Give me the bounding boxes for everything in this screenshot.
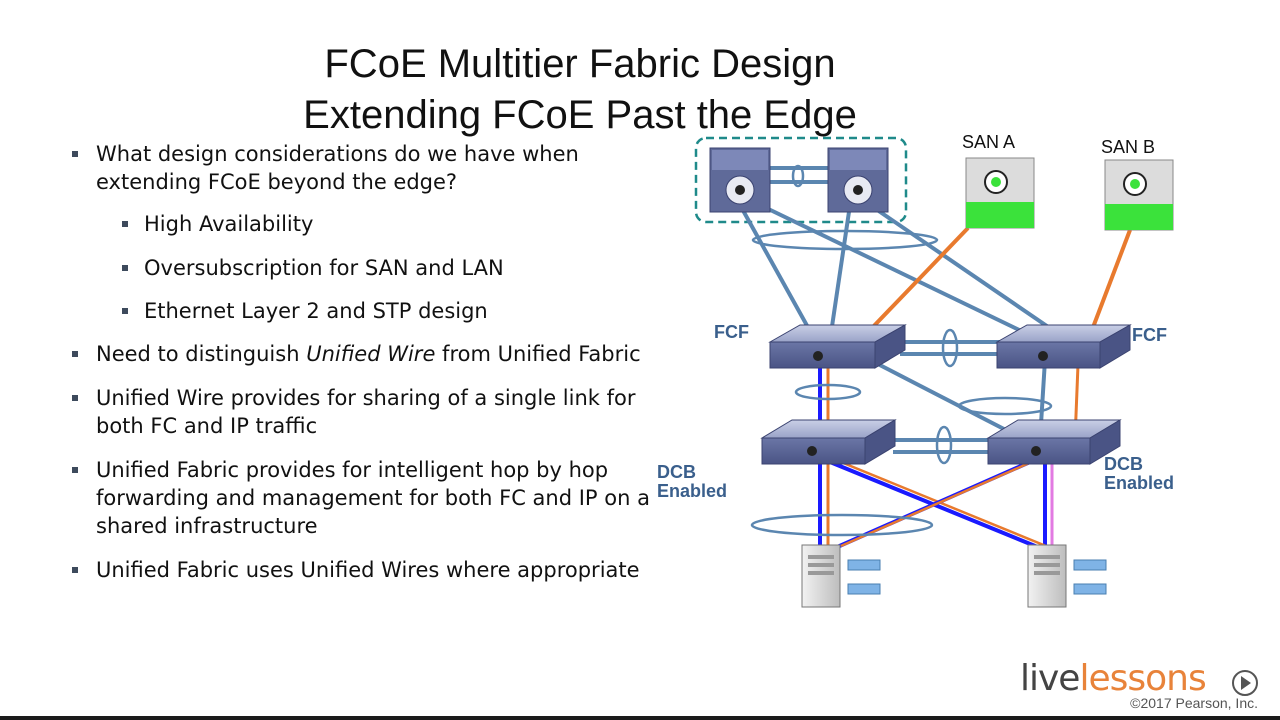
bullet-marker	[72, 467, 78, 473]
dcb-right-label-line2: Enabled	[1104, 473, 1174, 493]
core-switch-right	[827, 147, 889, 213]
san-a-label: SAN A	[962, 132, 1015, 152]
dcb-switch-right	[986, 419, 1122, 465]
bottom-border	[0, 716, 1280, 720]
bullet-marker	[122, 265, 128, 271]
logo-live-text: live	[1020, 658, 1080, 699]
fcf-right-label: FCF	[1132, 325, 1167, 345]
bullet-text: Unified Fabric uses Unified Wires where …	[96, 558, 640, 582]
fcf-left-down-ring	[794, 383, 862, 401]
bullet-text: Unified Wire provides for sharing of a s…	[96, 386, 636, 438]
san-a-switch	[965, 157, 1035, 229]
bullet-text: Unified Fabric provides for intelligent …	[96, 458, 650, 538]
core-vpc-dashed-box	[694, 136, 908, 224]
dcb-left-label-line2: Enabled	[657, 481, 727, 501]
livelessons-logo: livelessons	[1020, 658, 1260, 699]
fcf-switch-right	[995, 324, 1132, 369]
slide-title-line-2: Extending FCoE Past the Edge	[303, 93, 857, 137]
bullet-text: What design considerations do we have wh…	[96, 142, 579, 194]
dcb-left-label-line1: DCB	[657, 462, 696, 482]
fc-link-san-a	[868, 226, 970, 332]
fc-link-san-b	[1090, 229, 1132, 331]
san-b-label: SAN B	[1101, 137, 1155, 157]
copyright-text: ©2017 Pearson, Inc.	[1130, 695, 1258, 711]
bullet-marker	[122, 221, 128, 227]
fcf-switch-left	[768, 324, 907, 369]
logo-lessons-text: lessons	[1079, 658, 1206, 699]
bullet-text: Ethernet Layer 2 and STP design	[144, 299, 488, 323]
agg-isl-ring	[935, 425, 953, 465]
san-b-switch	[1104, 159, 1174, 231]
dcb-switch-left	[760, 419, 897, 465]
core-switch-left	[709, 147, 771, 213]
bullet-marker	[122, 308, 128, 314]
core-portchannel-ring	[791, 164, 805, 188]
logo-wordmark: livelessons	[1020, 658, 1207, 699]
fcf-isl-ring	[941, 328, 959, 368]
bullet-text: High Availability	[144, 212, 314, 236]
server-left	[801, 544, 881, 608]
bullet-text-post: from Unified Fabric	[435, 342, 641, 366]
network-diagram: SAN A SAN B FCF FCF	[657, 132, 1174, 608]
bullet-marker	[72, 567, 78, 573]
fcf-left-label: FCF	[714, 322, 749, 342]
bullet-marker	[72, 151, 78, 157]
play-icon	[1232, 670, 1258, 696]
bullet-text-emphasis: Unified Wire	[306, 342, 436, 366]
bullet-text: Need to distinguish Unified Wire from Un…	[96, 340, 656, 368]
bullet-text: Oversubscription for SAN and LAN	[144, 256, 504, 280]
bullet-marker	[72, 351, 78, 357]
server-vpc-ring	[750, 513, 934, 537]
bullet-text-pre: Need to distinguish	[96, 342, 307, 366]
core-vpc-ring	[751, 229, 939, 251]
slide-title-line-1: FCoE Multitier Fabric Design	[324, 42, 836, 86]
fcf-right-down-ring	[957, 396, 1053, 416]
bullet-marker	[72, 395, 78, 401]
server-right	[1027, 544, 1107, 608]
dcb-right-label-line1: DCB	[1104, 454, 1143, 474]
